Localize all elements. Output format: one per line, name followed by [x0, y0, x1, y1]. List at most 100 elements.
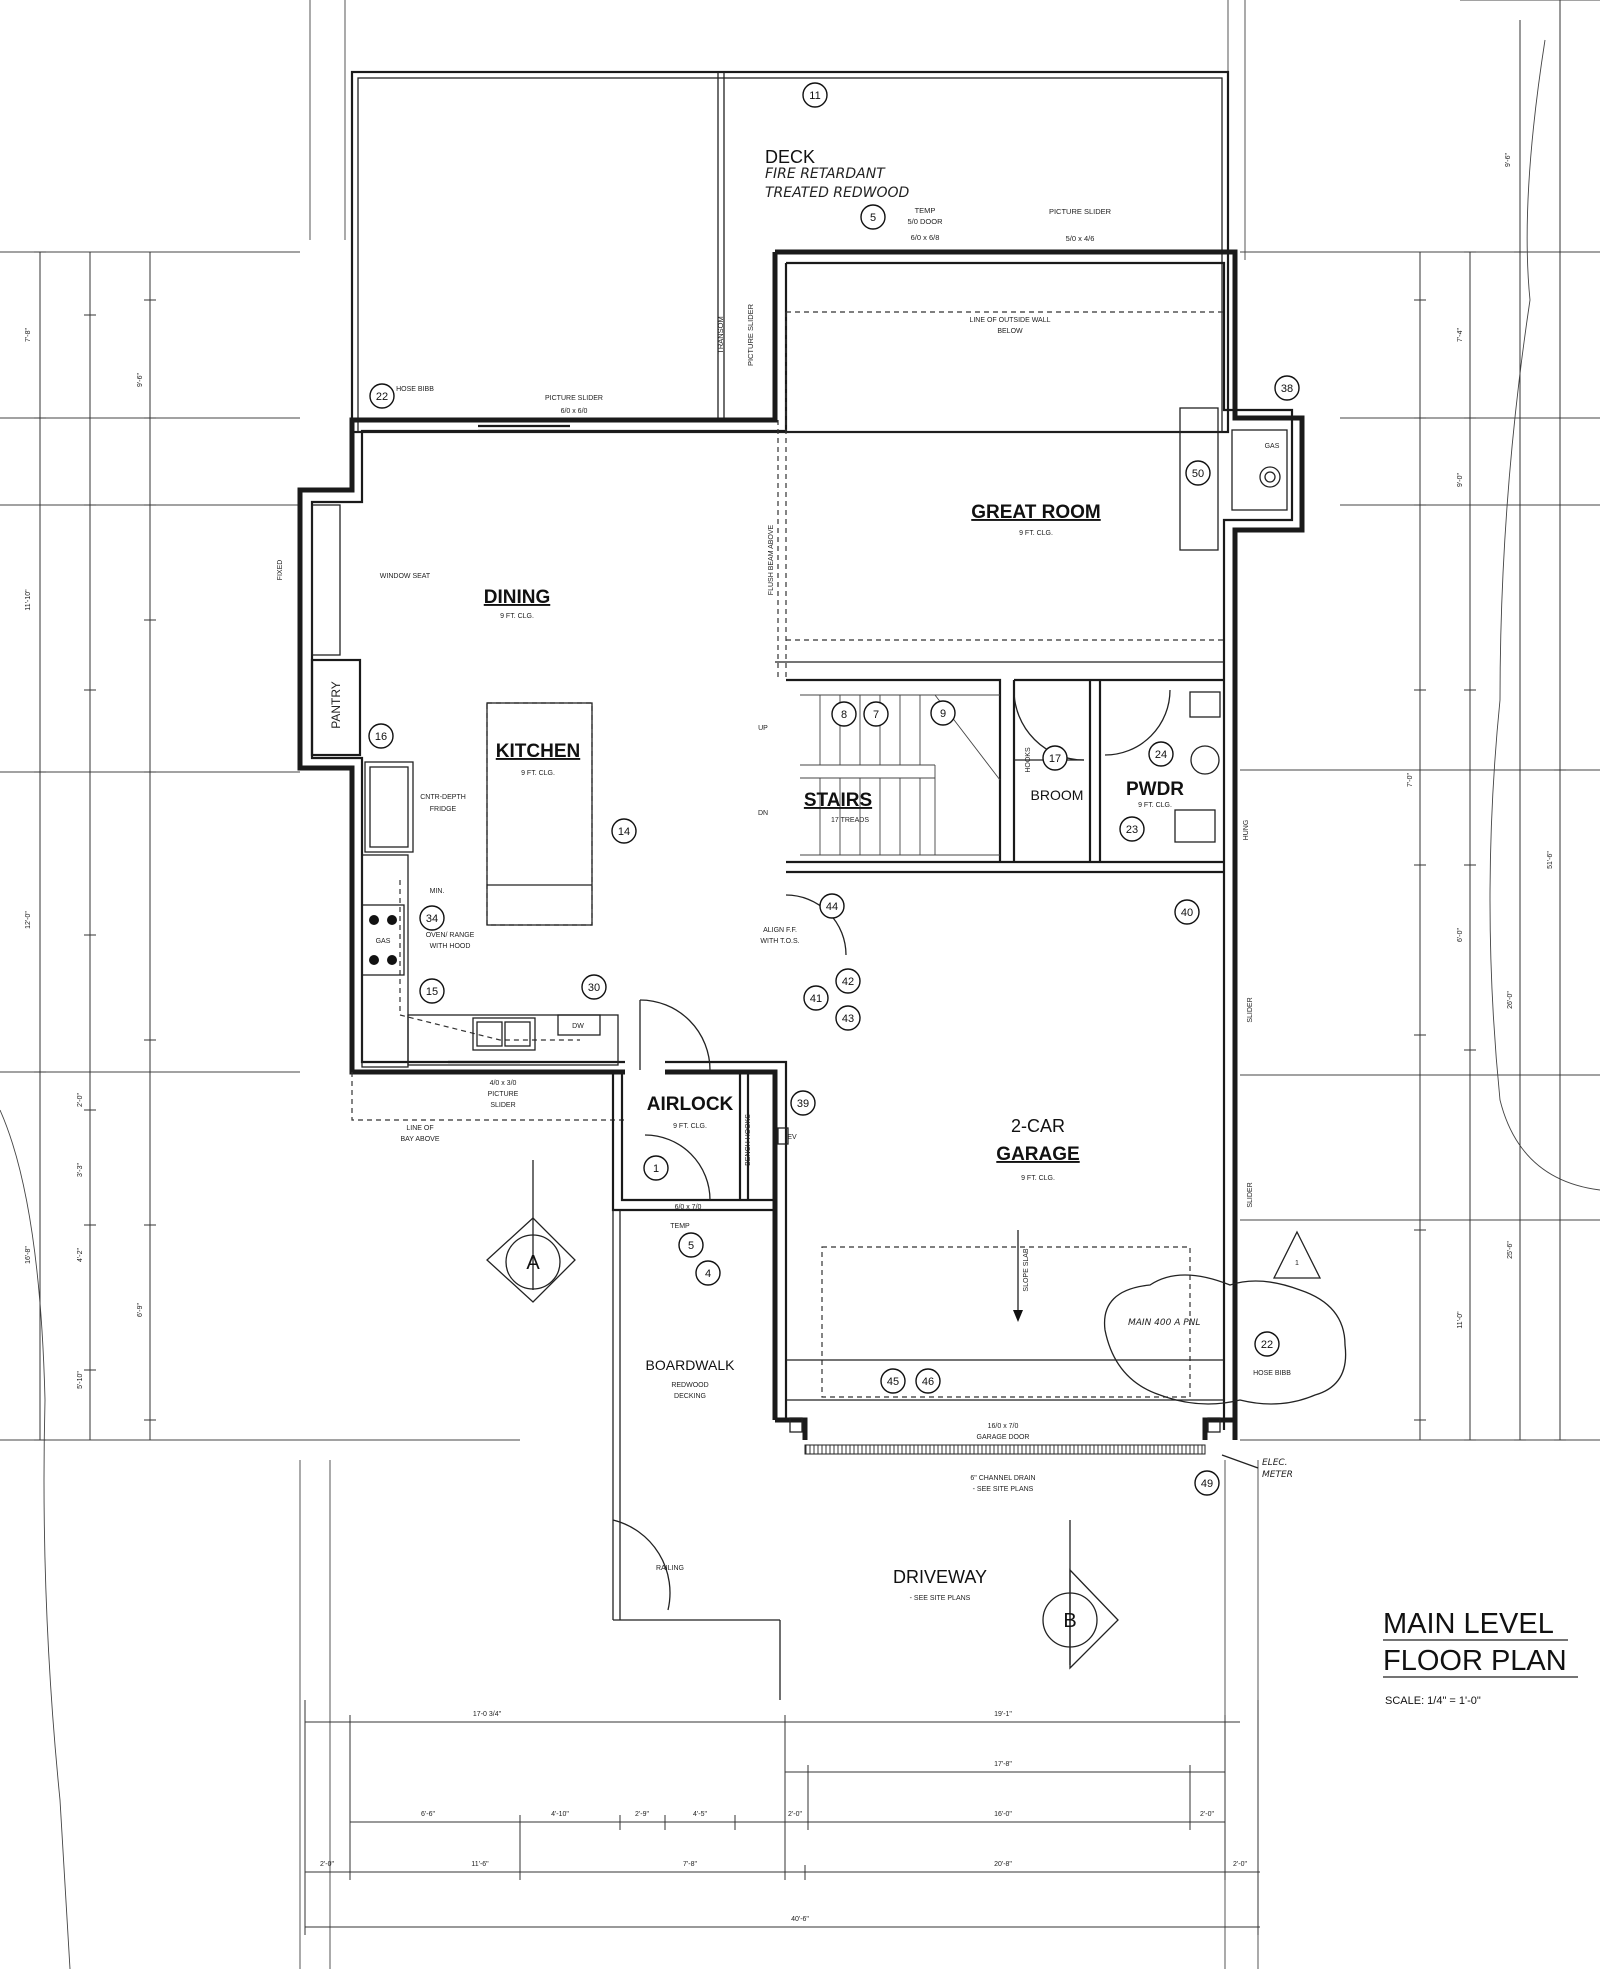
dim-bottom-4: 6'-6" — [421, 1811, 435, 1818]
tag-4: 4 — [695, 1260, 721, 1286]
slope-slab-label: SLOPE SLAB — [1023, 1248, 1030, 1292]
hose-bibb-top: HOSE BIBB — [396, 386, 434, 393]
fridge-label: FRIDGE — [430, 806, 457, 813]
great-room: GAS GREAT ROOM 9 FT. CLG. LINE OF OUTSID… — [768, 317, 1288, 595]
tag-9: 9 — [930, 700, 956, 726]
garage-label-2: GARAGE — [996, 1144, 1079, 1165]
bench-hooks-label: BENCH HOOKS — [745, 1114, 752, 1166]
dim-right-7: 51'-6" — [1547, 851, 1554, 869]
dim-left-10: 9'-6" — [137, 373, 144, 387]
dim-left-4: 16'-8" — [25, 1246, 32, 1264]
detail-marker-label: 1 — [1295, 1260, 1299, 1267]
slider-right-label: PICTURE SLIDER — [1049, 207, 1112, 216]
label-tags-14: 24 — [1155, 749, 1167, 761]
stairs-label: STAIRS — [804, 790, 872, 811]
garage-door-size: 16/0 x 7/0 — [988, 1423, 1019, 1430]
driveway-label: DRIVEWAY — [893, 1567, 987, 1587]
great-room-ceiling: 9 FT. CLG. — [1019, 530, 1053, 537]
tag-8: 8 — [831, 701, 857, 727]
window-seat-label: WINDOW SEAT — [380, 573, 431, 580]
dim-bottom-1: 17-0 3/4" — [473, 1711, 502, 1718]
dim-left-3: 12'-0" — [25, 911, 32, 929]
tag-45: 45 — [880, 1368, 906, 1394]
flush-beam-label: FLUSH BEAM ABOVE — [768, 524, 775, 595]
oven-hood-label: WITH HOOD — [430, 943, 471, 950]
deck-door-size: 6/0 x 6/8 — [911, 233, 940, 242]
tag-40: 40 — [1174, 899, 1200, 925]
stairs-area: STAIRS 17 TREADS UP DN BROOM HOOKS PWDR … — [758, 689, 1250, 856]
boardwalk-label: BOARDWALK — [646, 1357, 736, 1373]
garage-label-1: 2-CAR — [1011, 1116, 1065, 1136]
dim-bottom-14: 20'-8" — [994, 1861, 1012, 1868]
deck-label: DECK — [765, 147, 815, 167]
label-tags-3: 38 — [1281, 383, 1293, 395]
airlock-door-size: 6/0 x 7/0 — [675, 1204, 702, 1211]
airlock-ceiling: 9 FT. CLG. — [673, 1123, 707, 1130]
deck-door-temp: TEMP — [915, 206, 936, 215]
tag-23: 23 — [1119, 816, 1145, 842]
dimensions-left: 7'-8" 11'-10" 12'-0" 16'-8" 2'-0" 3'-3" … — [25, 251, 156, 1441]
kitchen-slider-size: 4/0 x 3/0 — [490, 1080, 517, 1087]
tag-14: 14 — [611, 818, 637, 844]
tag-5-deck: 5 — [860, 204, 886, 230]
tag-24: 24 — [1148, 741, 1174, 767]
garage-ceiling: 9 FT. CLG. — [1021, 1175, 1055, 1182]
dining-ceiling: 9 FT. CLG. — [500, 613, 534, 620]
callout-tags: 11 5 22 38 50 16 14 34 15 30 8 7 9 17 24… — [368, 82, 1300, 1496]
scale-label: SCALE: 1/4" = 1'-0" — [1385, 1695, 1481, 1707]
dim-bottom-7: 4'-5" — [693, 1811, 707, 1818]
tag-42: 42 — [835, 968, 861, 994]
with-tos-label: WITH T.O.S. — [760, 938, 799, 945]
airlock-area: AIRLOCK 9 FT. CLG. 6/0 x 7/0 TEMP BENCH … — [611, 894, 847, 1700]
fridge-cntr-label: CNTR-DEPTH — [420, 794, 466, 801]
garage-slider-1: SLIDER — [1247, 997, 1254, 1022]
oven-label: OVEN/ RANGE — [426, 932, 475, 939]
channel-drain-label: 6" CHANNEL DRAIN — [970, 1475, 1035, 1482]
label-tags-28: 49 — [1201, 1478, 1213, 1490]
pwdr-ceiling: 9 FT. CLG. — [1138, 802, 1172, 809]
island-min-label: MIN. — [430, 888, 445, 895]
label-tags-18: 41 — [810, 993, 822, 1005]
dishwasher-label: DW — [572, 1023, 584, 1030]
label-tags-1: 5 — [870, 212, 876, 224]
label-tags-12: 9 — [940, 708, 946, 720]
tag-41: 41 — [803, 985, 829, 1011]
outside-wall-below: BELOW — [997, 328, 1023, 335]
dim-right-5: 11'-0" — [1457, 1311, 1464, 1329]
outside-wall-label: LINE OF OUTSIDE WALL — [969, 317, 1050, 324]
section-marker-b-label: B — [1063, 1610, 1076, 1632]
dim-bottom-6: 2'-9" — [635, 1811, 649, 1818]
dining-label: DINING — [484, 587, 551, 608]
deck-door-type: 5/0 DOOR — [907, 217, 943, 226]
dimensions-bottom: 17-0 3/4" 19'-1" 17'-8" 6'-6" 4'-10" 2'-… — [304, 1700, 1260, 1935]
dim-left-1: 7'-8" — [25, 328, 32, 342]
label-tags-17: 40 — [1181, 907, 1193, 919]
pwdr-window-hung: HUNG — [1243, 820, 1250, 841]
tag-17: 17 — [1042, 745, 1068, 771]
tag-22-top: 22 — [369, 383, 395, 409]
dashed-lines — [351, 311, 1224, 1398]
dim-left-9: 5'-10" — [77, 1371, 84, 1389]
dim-right-8: 26'-0" — [1507, 991, 1514, 1009]
dim-bottom-8: 2'-0" — [788, 1811, 802, 1818]
label-tags-19: 42 — [842, 976, 854, 988]
pantry-label: PANTRY — [329, 681, 343, 729]
garage-door-label: GARAGE DOOR — [977, 1434, 1030, 1441]
stairs-up-label: UP — [758, 725, 768, 732]
tag-11: 11 — [802, 82, 828, 108]
tag-22-garage: 22 — [1254, 1331, 1280, 1357]
dim-left-6: 3'-3" — [77, 1163, 84, 1177]
label-tags-15: 23 — [1126, 824, 1138, 836]
kitchen-label: KITCHEN — [496, 741, 580, 762]
label-tags-13: 17 — [1049, 753, 1061, 765]
great-room-label: GREAT ROOM — [971, 502, 1100, 523]
deck-handwritten-note-2: TREATED REDWOOD — [765, 185, 910, 201]
garage-slider-2: SLIDER — [1247, 1182, 1254, 1207]
pwdr-label: PWDR — [1126, 779, 1184, 800]
transom-slider-label: PICTURE SLIDER — [746, 303, 755, 366]
deck-handwritten-note-1: FIRE RETARDANT — [765, 166, 886, 182]
dining-slider-size: 6/0 x 6/0 — [561, 408, 588, 415]
dim-right-1: 7'-4" — [1457, 328, 1464, 342]
